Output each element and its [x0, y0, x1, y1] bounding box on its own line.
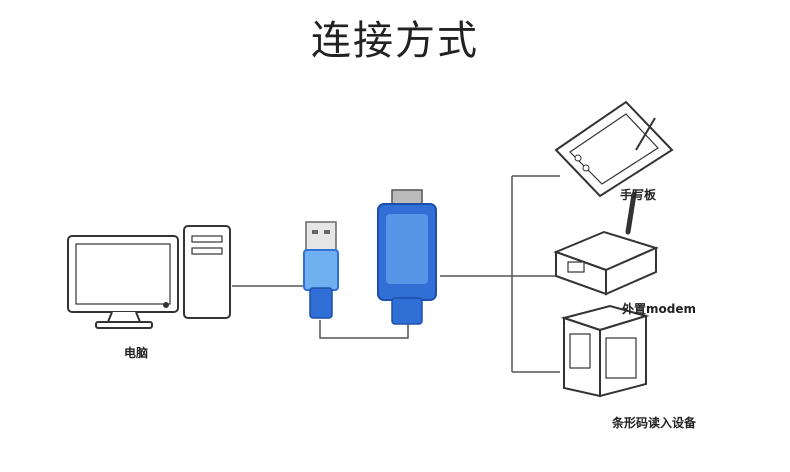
- computer-icon: [67, 225, 231, 329]
- barcode-reader-icon: [560, 304, 650, 398]
- db9-adapter-icon: [377, 189, 437, 325]
- computer-label: 电脑: [124, 346, 149, 360]
- modem-icon: [553, 191, 659, 296]
- usb-plug-icon: [303, 221, 339, 319]
- page-title: 连接方式: [311, 18, 479, 64]
- barcode-reader-label: 条形码读入设备: [612, 416, 697, 430]
- tablet-icon: [554, 100, 674, 198]
- connection-lines: [232, 175, 560, 373]
- modem-label: 外置modem: [622, 302, 696, 316]
- tablet-label: 手写板: [620, 188, 657, 202]
